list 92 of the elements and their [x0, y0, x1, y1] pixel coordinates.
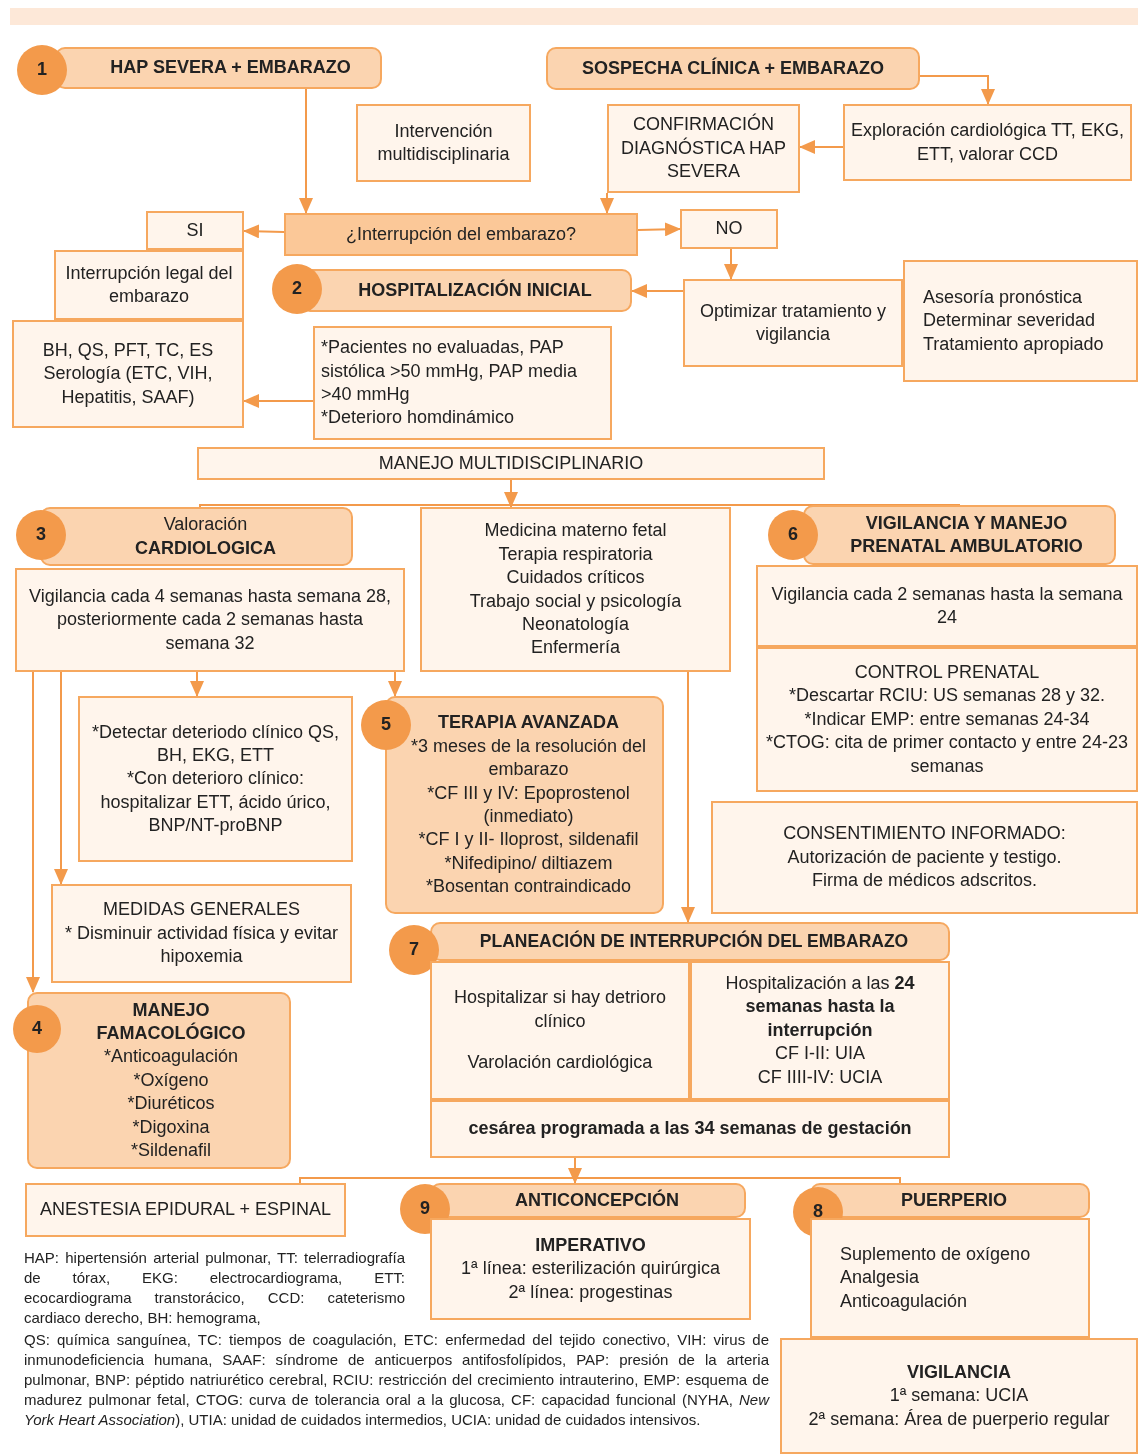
- box-text: *Nifedipino/ diltiazem: [444, 851, 613, 875]
- box-text: *CTOG: cita de primer contacto y entre 24-23 semanas: [765, 731, 1129, 778]
- process-box: ANESTESIA EPIDURAL + ESPINAL: [25, 1183, 346, 1237]
- box-text: Neonatología: [521, 612, 630, 636]
- process-box: Optimizar tratamiento y vigilancia: [683, 279, 903, 367]
- step-number-badge: 7: [389, 925, 439, 975]
- step-header: HAP SEVERA + EMBARAZO: [55, 47, 382, 89]
- box-text: *Oxígeno: [133, 1068, 209, 1092]
- process-box: Intervención multidisciplinaria: [356, 104, 531, 182]
- arrow: [799, 140, 844, 154]
- box-text: Autorización de paciente y testigo.: [787, 845, 1062, 869]
- abbreviations-note: QS: química sanguínea, TC: tiempos de coagulación, ETC: enfermedad del tejido conectivo, VIH: virus de inmunodeficiencia humana, SAAF: síndrome de anticuerpos antifosfolípidos, PAP: presión de la arteria pulmonar, BNP: péptido natriurético cerebral, RCIU: restricción del crecimiento intrauterino, EMP: esquema de madurez pulmonar fetal, CTOG: curva de tolerancia oral a la glucosa, CF: capacidad funcional (NYHA, New York Heart Association), UTIA: unidad de cuidados intermedios, UCIA: unidad de cuidados intensivos.: [24, 1330, 769, 1430]
- step-number-badge: 6: [768, 510, 818, 560]
- decision-box: ¿Interrupción del embarazo?: [284, 213, 638, 256]
- arrow: [637, 222, 681, 237]
- process-box: NO: [680, 209, 778, 249]
- box-text: Asesoría pronóstica: [923, 285, 1083, 309]
- box-text: Medicina materno fetal: [484, 519, 667, 543]
- box-text: CF I-II: UIA: [775, 1042, 865, 1066]
- process-box: MANEJO MULTIDISCIPLINARIO: [197, 447, 825, 480]
- box-text: Enfermería: [530, 636, 620, 660]
- box-text: CF IIII-IV: UCIA: [757, 1065, 883, 1089]
- box-text: *Indicar EMP: entre semanas 24-34: [804, 707, 1090, 731]
- process-box: cesárea programada a las 34 semanas de gestación: [430, 1100, 950, 1158]
- box-text: *Detectar deteriodo clínico QS, BH, EKG, ETT: [90, 720, 341, 767]
- process-box: Interrupción legal del embarazo: [54, 250, 244, 320]
- arrow: [388, 671, 402, 697]
- box-text: Firma de médicos adscritos.: [811, 869, 1038, 893]
- box-text: *Pacientes no evaluadas, PAP sistólica >50 mmHg, PAP media >40 mmHg: [321, 336, 578, 406]
- box-text: 1ª semana: UCIA: [889, 1384, 1029, 1408]
- process-box: Vigilancia cada 4 semanas hasta semana 28, posteriormente cada 2 semanas hasta semana 32: [15, 568, 405, 672]
- step-number-badge: 5: [361, 700, 411, 750]
- box-text: *Sildenafil: [130, 1138, 212, 1162]
- step-header: PLANEACIÓN DE INTERRUPCIÓN DEL EMBARAZO: [430, 922, 950, 961]
- box-text: IMPERATIVO: [535, 1233, 646, 1257]
- box-text: *Diuréticos: [127, 1092, 215, 1116]
- arrow: [631, 284, 684, 298]
- box-text: *Anticoagulación: [103, 1045, 239, 1069]
- box-text: VIGILANCIA: [907, 1360, 1011, 1384]
- box-text: Varolación cardiológica: [467, 1051, 653, 1075]
- arrow: [681, 671, 695, 923]
- step-number-badge: 3: [16, 510, 66, 560]
- box-text: TERAPIA AVANZADA: [438, 711, 619, 735]
- box-text: Determinar severidad: [923, 309, 1096, 333]
- arrow: [243, 224, 285, 239]
- process-box: Exploración cardiológica TT, EKG, ETT, valorar CCD: [843, 104, 1132, 181]
- box-text: Hospitalización a las 24 semanas hasta la interrupción: [724, 972, 916, 1042]
- box-text: Trabajo social y psicología: [469, 589, 682, 613]
- box-text: CONTROL PRENATAL: [854, 661, 1040, 684]
- box-text: Analgesia: [840, 1266, 920, 1290]
- box-text: MANEJO FAMACOLÓGICO: [95, 998, 247, 1045]
- step-number-badge: 2: [272, 264, 322, 314]
- box-text: 2ª línea: progestinas: [508, 1280, 673, 1304]
- box-text: 1ª línea: esterilización quirúrgica: [461, 1257, 720, 1281]
- box-text: *3 meses de la resolución del embarazo: [409, 734, 648, 782]
- box-text: *Con deterioro clínico: hospitalizar ETT, ácido úrico, BNP/NT-proBNP: [99, 767, 332, 838]
- box-text: *Digoxina: [132, 1115, 210, 1139]
- process-box: SI: [146, 211, 244, 250]
- box-text: *Descartar RCIU: US semanas 28 y 32.: [788, 684, 1106, 708]
- arrow: [299, 88, 313, 214]
- arrow: [26, 671, 40, 993]
- box-text: Terapia respiratoria: [498, 542, 653, 566]
- arrow: [919, 75, 995, 105]
- arrow: [724, 248, 738, 280]
- arrow: [190, 671, 204, 697]
- process-box: Vigilancia cada 2 semanas hasta la semana 24: [756, 565, 1138, 647]
- step-number-badge: 4: [13, 1005, 61, 1053]
- step-header: SOSPECHA CLÍNICA + EMBARAZO: [546, 47, 920, 90]
- box-text: Suplemento de oxígeno: [840, 1242, 1031, 1266]
- box-text: CONSENTIMIENTO INFORMADO:: [783, 822, 1066, 846]
- box-text: MEDIDAS GENERALES: [102, 898, 301, 922]
- process-box: BH, QS, PFT, TC, ES Serología (ETC, VIH, Hepatitis, SAAF): [12, 320, 244, 428]
- arrow: [54, 671, 68, 885]
- abbreviations-note: HAP: hipertensión arterial pulmonar, TT: telerradiografía de tórax, EKG: electrocardiograma, ETT: ecocardiograma transtorácico, CCD: cateterismo cardiaco derecho, BH: hemograma,: [24, 1248, 405, 1328]
- arrow: [600, 192, 614, 214]
- top-band: [10, 8, 1138, 25]
- box-text: 2ª semana: Área de puerperio regular: [808, 1407, 1110, 1431]
- box-text: Valoración: [163, 513, 248, 537]
- process-box: CONFIRMACIÓN DIAGNÓSTICA HAP SEVERA: [607, 104, 800, 193]
- box-text: * Disminuir actividad física y evitar hipoxemia: [63, 921, 340, 969]
- arrow: [243, 394, 314, 408]
- box-text: Hospitalizar si hay detrioro clínico: [452, 986, 668, 1033]
- box-text: CARDIOLOGICA: [135, 536, 276, 560]
- box-text: Cuidados críticos: [506, 566, 645, 590]
- box-text: *CF I y II- Iloprost, sildenafil: [418, 828, 639, 852]
- box-text: *CF III y IV: Epoprostenol (inmediato): [426, 781, 631, 828]
- box-text: Anticoagulación: [840, 1289, 968, 1313]
- box-text: Tratamiento apropiado: [923, 332, 1104, 356]
- step-number-badge: 1: [17, 45, 67, 95]
- step-header: VIGILANCIA Y MANEJO PRENATAL AMBULATORIO: [803, 505, 1116, 565]
- box-text: *Deterioro homdinámico: [321, 406, 515, 430]
- box-text: *Bosentan contraindicado: [425, 875, 632, 899]
